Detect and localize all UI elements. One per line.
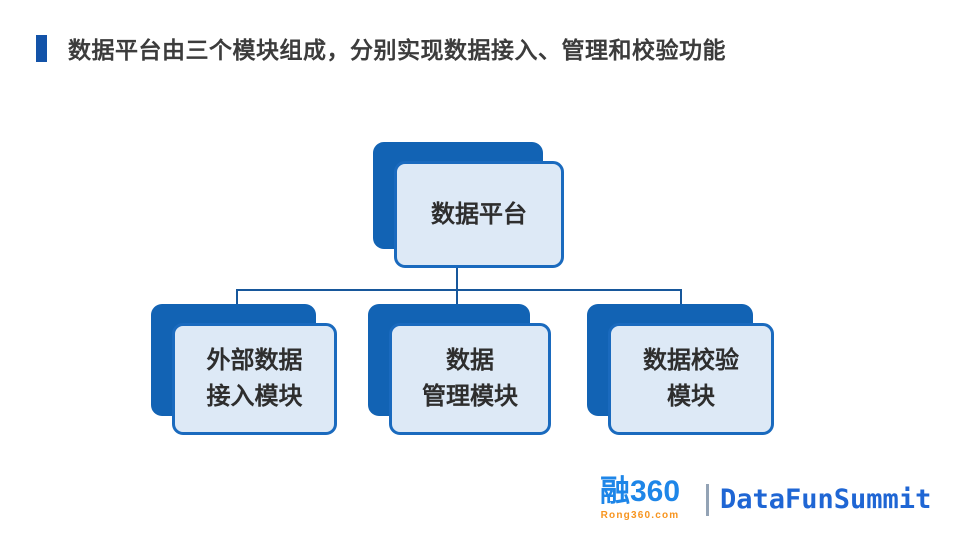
node-data-management: 数据 管理模块 <box>368 304 551 435</box>
connector-root-vertical <box>456 266 458 291</box>
node-label-line2: 管理模块 <box>422 383 518 410</box>
node-data-validation: 数据校验 模块 <box>587 304 774 435</box>
node-label: 数据平台 <box>431 200 527 228</box>
node-label-line1: 数据校验 <box>643 347 739 374</box>
node-label-line2: 接入模块 <box>206 383 303 410</box>
node-label-line2: 模块 <box>667 383 715 410</box>
node-data-platform: 数据平台 <box>373 142 564 268</box>
connector-horizontal <box>236 289 682 291</box>
node-label-line1: 数据 <box>446 347 494 374</box>
slide-title: 数据平台由三个模块组成，分别实现数据接入、管理和校验功能 <box>68 37 726 63</box>
title-accent-bar <box>36 34 47 62</box>
slide-header: 数据平台由三个模块组成，分别实现数据接入、管理和校验功能 <box>36 32 726 64</box>
node-card: 数据校验 模块 <box>608 323 774 435</box>
node-card: 数据平台 <box>394 161 564 268</box>
node-external-data-access: 外部数据 接入模块 <box>151 304 337 435</box>
node-label-line1: 外部数据 <box>206 347 303 374</box>
node-card: 外部数据 接入模块 <box>172 323 337 435</box>
node-card: 数据 管理模块 <box>389 323 551 435</box>
